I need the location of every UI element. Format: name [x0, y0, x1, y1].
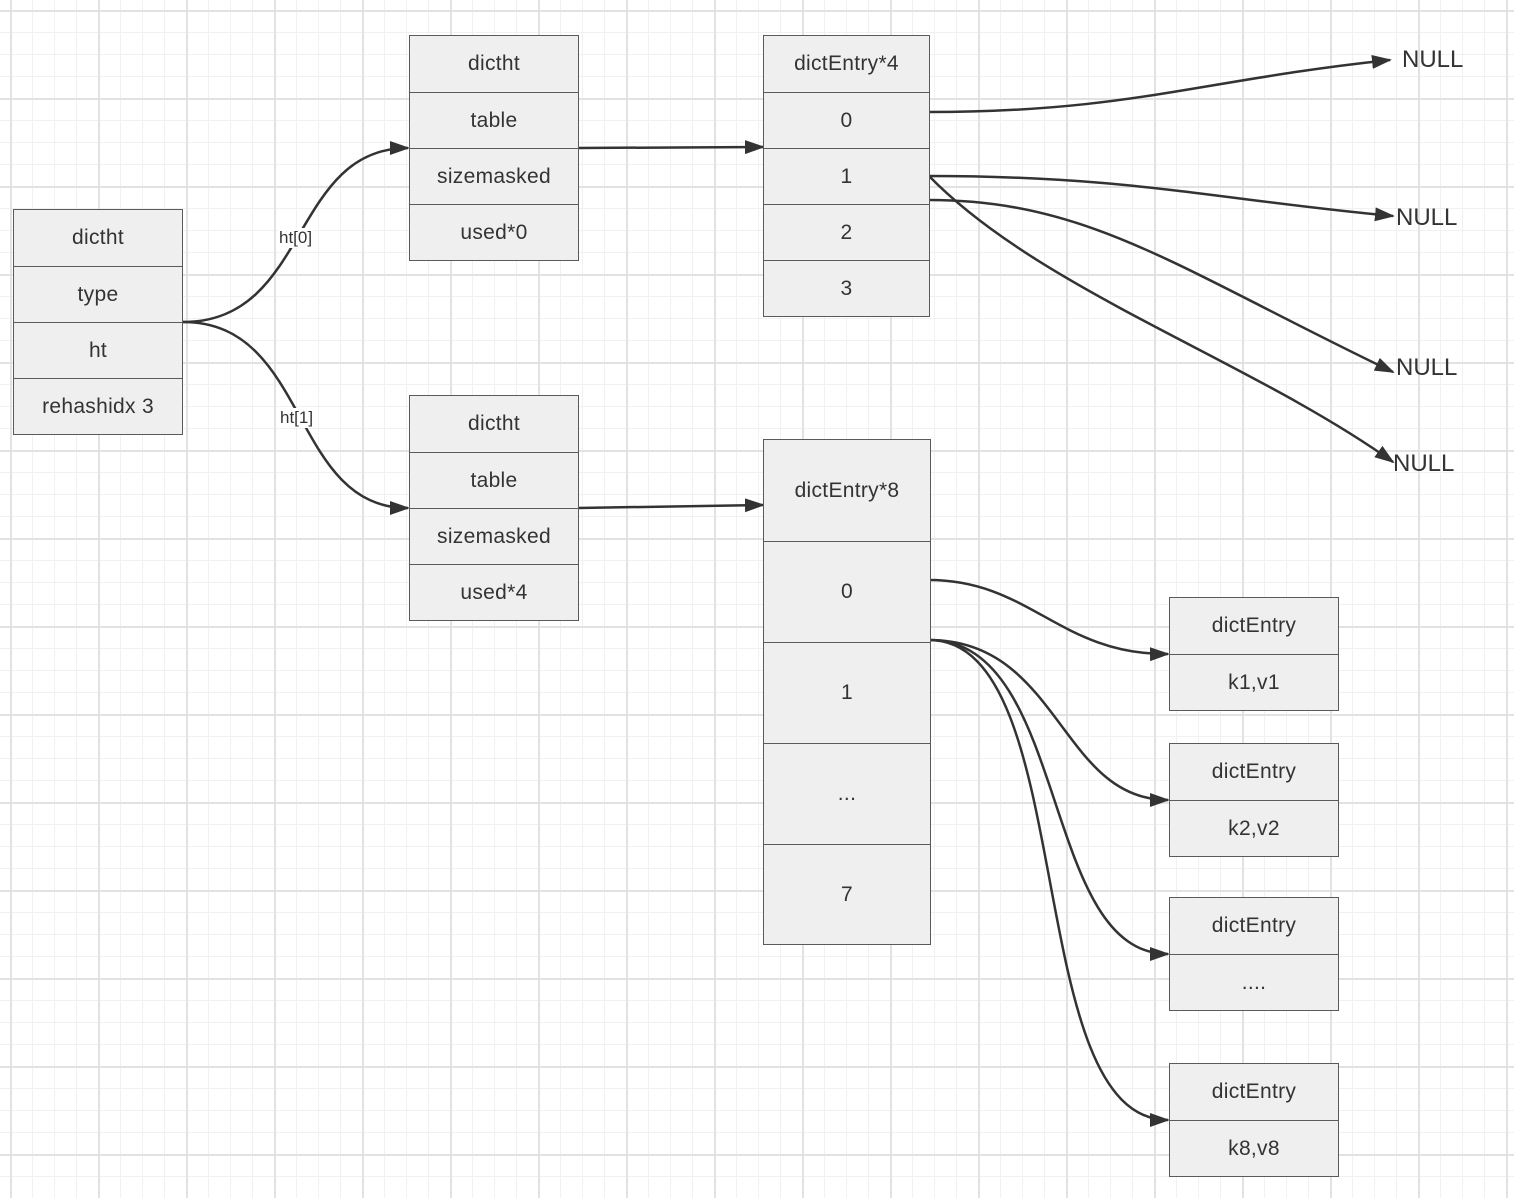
edge-ht0-table-to-entries — [577, 140, 765, 155]
dict-dictht-cell: dictht — [72, 226, 124, 249]
dict-entry-node: dictEntry .... — [1169, 897, 1339, 1011]
edge-bucket1-to-entry3 — [928, 638, 1170, 961]
dict-type-cell: type — [14, 266, 182, 322]
dict-entry-title: dictEntry — [1211, 1080, 1297, 1103]
dict-rehashidx-cell: rehashidx 3 — [14, 378, 182, 434]
edge-slot1-to-null-b — [928, 198, 1395, 374]
edge-ht1-table-to-entries — [577, 498, 765, 513]
null-label: NULL — [1402, 46, 1464, 73]
dict-ht-cell: ht — [14, 322, 182, 378]
ht0-sizemasked-cell: sizemasked — [410, 148, 578, 204]
ht1-entries-header: dictEntry*8 — [794, 478, 900, 502]
ht0-slot-2: 2 — [764, 204, 929, 260]
dict-entry-node: dictEntry k8,v8 — [1169, 1063, 1339, 1177]
ht0-entries-array: dictEntry*4 0 1 2 3 — [763, 35, 930, 317]
ht1-edge-label: ht[1] — [279, 408, 315, 428]
null-label: NULL — [1396, 204, 1458, 231]
null-label: NULL — [1393, 450, 1455, 477]
ht0-slot-1: 1 — [764, 148, 929, 204]
ht0-edge-label: ht[0] — [278, 228, 314, 248]
ht0-table-cell: table — [410, 92, 578, 148]
ht1-dictht-box: dictht table sizemasked used*4 — [409, 395, 579, 621]
ht1-used-cell: used*4 — [410, 564, 578, 620]
ht0-dictht-cell: dictht — [468, 52, 520, 75]
dict-entry-title: dictEntry — [1211, 760, 1297, 783]
dict-entry-kv: k2,v2 — [1170, 800, 1338, 856]
edge-bucket0-to-k1 — [928, 578, 1170, 662]
dict-entry-kv: .... — [1170, 954, 1338, 1010]
edge-slot0-to-null — [928, 54, 1392, 114]
dict-entry-kv: k1,v1 — [1170, 654, 1338, 710]
edge-bucket1-to-k2 — [928, 638, 1170, 807]
ht1-dictht-cell: dictht — [468, 412, 520, 435]
ht1-entries-array: dictEntry*8 0 1 ... 7 — [763, 439, 931, 945]
edge-slot1-to-null-c — [928, 175, 1395, 464]
ht1-table-cell: table — [410, 452, 578, 508]
ht0-dictht-box: dictht table sizemasked used*0 — [409, 35, 579, 261]
edge-bucket1-to-k8 — [928, 638, 1170, 1127]
dict-entry-title: dictEntry — [1211, 914, 1297, 937]
dict-entry-kv: k8,v8 — [1170, 1120, 1338, 1176]
ht1-bucket-1: 1 — [764, 642, 930, 743]
ht0-slot-0: 0 — [764, 92, 929, 148]
ht1-bucket-0: 0 — [764, 541, 930, 642]
dict-entry-node: dictEntry k2,v2 — [1169, 743, 1339, 857]
ht1-sizemasked-cell: sizemasked — [410, 508, 578, 564]
null-label: NULL — [1396, 354, 1458, 381]
ht0-entries-header: dictEntry*4 — [794, 52, 899, 75]
dict-struct-box: dictht type ht rehashidx 3 — [13, 209, 183, 435]
ht0-slot-3: 3 — [764, 260, 929, 316]
ht1-bucket-7: 7 — [764, 844, 930, 945]
ht1-bucket-ellipsis: ... — [764, 743, 930, 844]
dict-entry-title: dictEntry — [1211, 614, 1297, 637]
dict-entry-node: dictEntry k1,v1 — [1169, 597, 1339, 711]
ht0-used-cell: used*0 — [410, 204, 578, 260]
edge-slot1-to-null-a — [928, 174, 1395, 222]
